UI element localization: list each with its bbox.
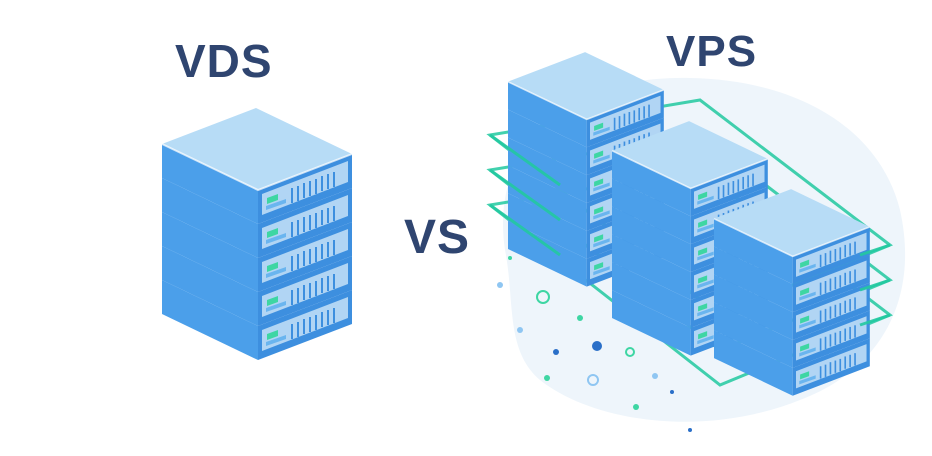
vps-server-cluster-icon: [486, 51, 893, 432]
vds-title: VDS: [175, 35, 273, 87]
vps-title: VPS: [666, 27, 758, 76]
versus-label: VS: [404, 211, 471, 264]
decorative-dots: [497, 256, 692, 432]
vds-server-rack-icon: [161, 107, 353, 361]
